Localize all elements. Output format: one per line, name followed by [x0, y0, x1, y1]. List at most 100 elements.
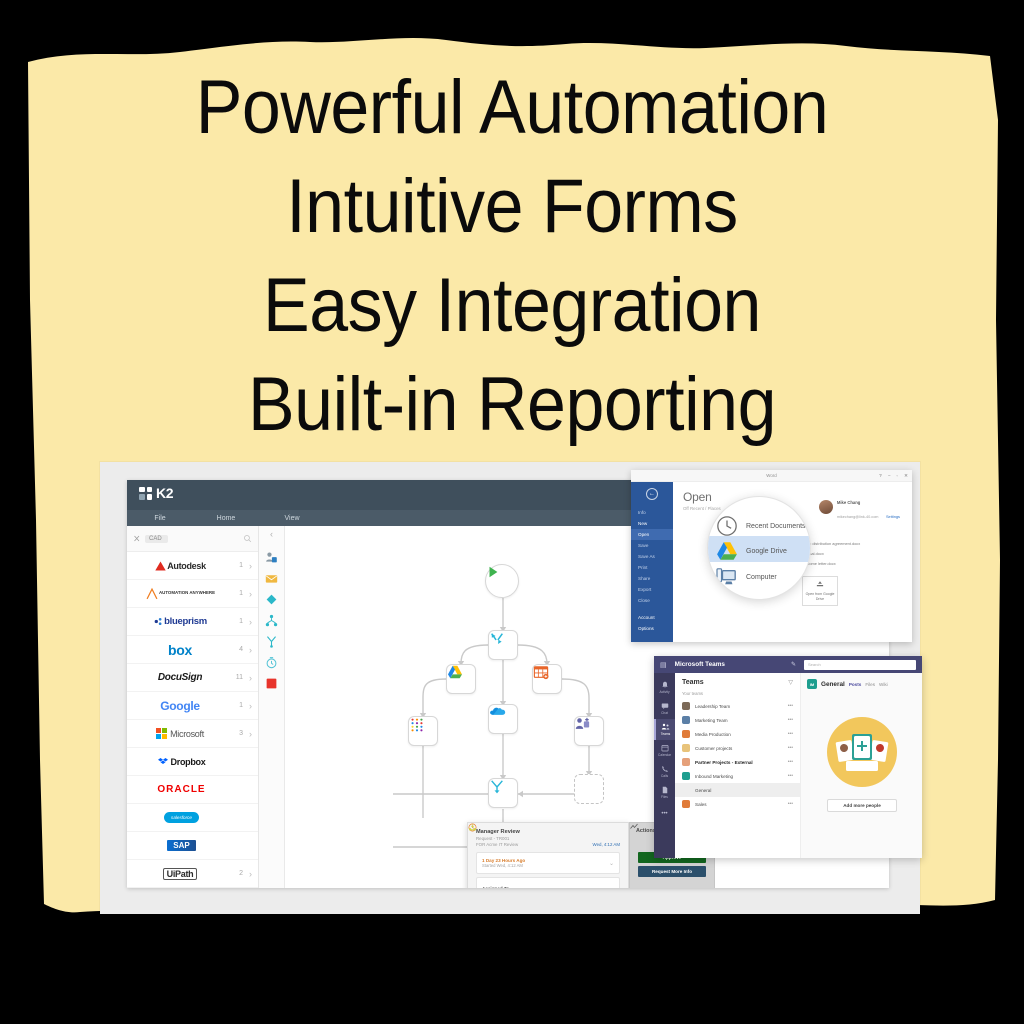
manager-review-form[interactable]: Manager Review Request - TR001 FOR Acme … [467, 822, 629, 888]
word-nav-info[interactable]: Info [638, 510, 646, 515]
list-item[interactable]: AUTOMATION ANYWHERE 1 › [127, 580, 258, 608]
word-window-controls[interactable]: ? – ▫ ✕ [879, 473, 908, 479]
word-nav-options[interactable]: Options [638, 626, 654, 631]
request-more-info-button[interactable]: Request More Info [638, 866, 706, 877]
decision-diamond-icon[interactable] [265, 593, 278, 606]
compose-icon[interactable]: ✎ [790, 662, 796, 668]
word-nav-new[interactable]: New [638, 521, 648, 526]
workflow-node-teams-add[interactable] [574, 716, 604, 746]
help-icon[interactable]: ? [879, 472, 882, 478]
chevron-right-icon[interactable]: › [249, 616, 252, 627]
add-more-people-button[interactable]: Add more people [827, 799, 897, 812]
team-row[interactable]: Partner Projects - External••• [675, 755, 800, 769]
team-row[interactable]: Sales••• [675, 797, 800, 811]
list-item[interactable]: Dropbox [127, 748, 258, 776]
magnifier-item-google-drive[interactable]: Google Drive [716, 541, 810, 561]
timer-icon[interactable] [265, 656, 278, 669]
word-nav-open[interactable]: Open [631, 529, 673, 540]
more-options-icon[interactable]: ••• [787, 731, 793, 737]
user-task-icon[interactable] [265, 551, 278, 564]
chevron-right-icon[interactable]: › [249, 644, 252, 655]
list-item[interactable]: DocuSign 11 › [127, 664, 258, 692]
form-field-assignee[interactable]: Assigned To Bob Maggio, Denise Parker ⌄ [469, 824, 620, 889]
rail-item-teams[interactable]: Teams [654, 719, 675, 740]
rail-item-more[interactable]: ••• [654, 803, 675, 824]
word-nav-share[interactable]: Share [638, 576, 651, 581]
more-options-icon[interactable]: ••• [787, 703, 793, 709]
magnifier-item-recent-documents[interactable]: Recent Documents [716, 515, 810, 537]
k2-menu-home[interactable]: Home [216, 514, 236, 522]
word-nav-save-as[interactable]: Save As [638, 554, 655, 559]
chevron-right-icon[interactable]: › [249, 700, 252, 711]
open-from-google-drive-tile[interactable]: Open from Google Drive [802, 576, 838, 606]
chevron-right-icon[interactable]: › [249, 728, 252, 739]
more-options-icon[interactable]: ••• [787, 801, 793, 807]
search-input[interactable]: Search [804, 659, 916, 670]
team-row[interactable]: Customer projects••• [675, 741, 800, 755]
account-settings-link[interactable]: Settings [885, 514, 900, 519]
word-nav-account[interactable]: Account [638, 615, 655, 620]
rail-item-chat[interactable]: Chat [654, 698, 675, 719]
rail-item-activity[interactable]: Activity [654, 677, 675, 698]
workflow-node-onedrive[interactable] [488, 704, 518, 734]
list-item[interactable]: Microsoft 3 › [127, 720, 258, 748]
split-icon[interactable] [265, 614, 278, 627]
rail-item-calendar[interactable]: Calendar [654, 740, 675, 761]
magnifier-item-computer[interactable]: Computer [716, 567, 810, 587]
more-options-icon[interactable]: ••• [787, 773, 793, 779]
word-nav-save[interactable]: Save [638, 543, 649, 548]
chevron-right-icon[interactable]: › [249, 672, 252, 683]
workflow-node-smartobject[interactable] [408, 716, 438, 746]
palette-breadcrumb[interactable]: CAD [145, 534, 168, 543]
close-icon[interactable]: ✕ [904, 472, 908, 478]
team-row[interactable]: Inbound Marketing••• [675, 769, 800, 783]
list-item[interactable]: blueprism 1 › [127, 608, 258, 636]
team-row[interactable]: Leadership Team••• [675, 699, 800, 713]
workflow-node-placeholder[interactable] [574, 774, 604, 804]
word-backstage-nav[interactable]: ← Info New Open Save Save As Print Share… [631, 482, 673, 642]
mail-icon[interactable] [265, 572, 278, 585]
chevron-right-icon[interactable]: › [249, 560, 252, 571]
stop-icon[interactable] [265, 677, 278, 690]
more-options-icon[interactable]: ••• [787, 717, 793, 723]
chevron-down-icon[interactable]: ⌄ [609, 885, 614, 889]
rail-item-files[interactable]: Files [654, 782, 675, 803]
back-arrow-icon[interactable]: ← [646, 488, 658, 500]
more-options-icon[interactable]: ••• [787, 745, 793, 751]
word-nav-close[interactable]: Close [638, 598, 650, 603]
search-icon[interactable] [243, 534, 252, 543]
integration-list[interactable]: Autodesk 1 › AUTOMATION ANYWHERE [127, 552, 258, 888]
teams-left-rail[interactable]: Activity Chat Teams Calendar [654, 673, 675, 858]
word-nav-print[interactable]: Print [638, 565, 648, 570]
workflow-node-table[interactable] [532, 664, 562, 694]
k2-menu-view[interactable]: View [284, 514, 300, 522]
list-item[interactable]: box 4 › [127, 636, 258, 664]
workflow-node-start[interactable] [485, 564, 519, 598]
more-options-icon[interactable]: ••• [787, 759, 793, 765]
list-item[interactable]: salesforce [127, 804, 258, 832]
tab-files[interactable]: Files [865, 681, 876, 687]
chevron-down-icon[interactable]: ⌄ [608, 860, 614, 867]
k2-menu-file[interactable]: File [154, 514, 166, 522]
list-item[interactable]: Autodesk 1 › [127, 552, 258, 580]
team-row[interactable]: Marketing Team••• [675, 713, 800, 727]
workflow-node-split[interactable] [488, 630, 518, 660]
palette-search-bar[interactable]: CAD [127, 526, 258, 552]
workflow-node-merge[interactable] [488, 778, 518, 808]
filter-icon[interactable]: ▽ [788, 680, 793, 686]
workflow-node-google-drive[interactable] [446, 664, 476, 694]
tab-posts[interactable]: Posts [848, 681, 862, 687]
minimize-icon[interactable]: – [887, 472, 891, 478]
list-item[interactable]: SAP [127, 832, 258, 860]
channel-row-general[interactable]: General [675, 783, 800, 797]
restore-icon[interactable]: ▫ [896, 472, 899, 478]
designer-tool-rail[interactable]: ‹ [259, 526, 285, 888]
list-item[interactable]: Google 1 › [127, 692, 258, 720]
list-item[interactable]: ORACLE [127, 776, 258, 804]
word-nav-export[interactable]: Export [638, 587, 652, 592]
team-row[interactable]: Media Production••• [675, 727, 800, 741]
list-item[interactable]: UiPath 2 › [127, 860, 258, 888]
rail-item-calls[interactable]: Calls [654, 761, 675, 782]
collapse-chevron-icon[interactable]: ‹ [270, 529, 273, 539]
chevron-right-icon[interactable]: › [249, 588, 252, 599]
